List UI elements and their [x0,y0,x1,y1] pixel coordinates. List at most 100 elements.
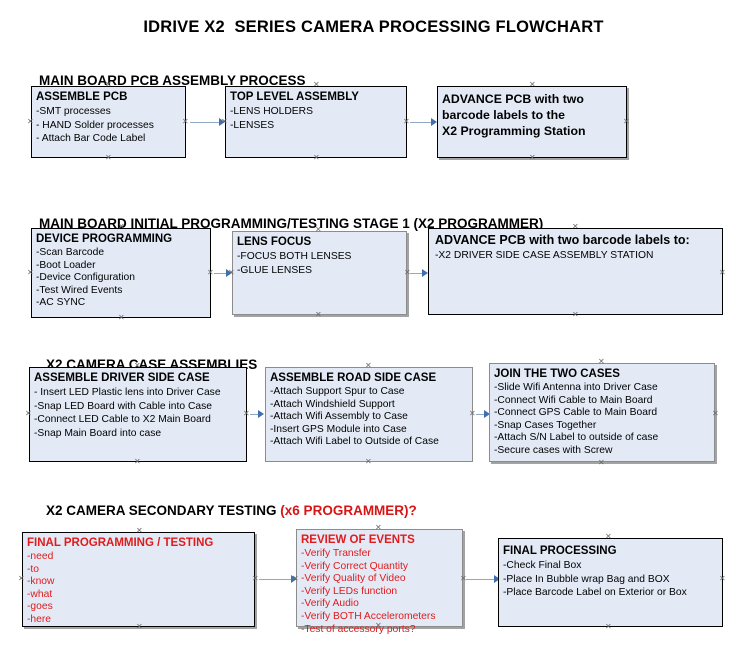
box-title: LENS FOCUS [237,236,312,248]
box-line: -Check Final Box [503,560,582,571]
box-line: -Connect LED Cable to X2 Main Board [34,414,211,426]
box-assemble-road-side-case[interactable]: ASSEMBLE ROAD SIDE CASE -Attach Support … [265,367,473,462]
connector-marker: ✕ [252,574,259,583]
arrow-driver-case-to-road-case [250,414,259,415]
arrow-device-to-lens-focus [214,273,228,274]
box-line: -Connect Wifi Cable to Main Board [494,394,653,406]
box-title: ASSEMBLE DRIVER SIDE CASE [34,372,210,384]
box-join-the-two-cases[interactable]: JOIN THE TWO CASES -Slide Wifi Antenna i… [489,363,715,462]
box-advance-pcb-programming-station[interactable]: ADVANCE PCB with two barcode labels to t… [437,86,627,158]
connector-marker: ✕ [221,117,228,126]
connector-marker: ✕ [469,409,476,418]
arrow-lens-focus-to-advance [410,273,424,274]
arrow-head-icon [484,410,490,418]
arrow-assemble-to-top-level [190,122,220,123]
box-line: barcode labels to the [442,108,565,122]
box-final-programming-testing[interactable]: FINAL PROGRAMMING / TESTING -need -to -k… [22,532,255,627]
connector-marker: ✕ [598,357,605,366]
box-line: -here [27,613,52,625]
arrow-top-level-to-advance [410,122,432,123]
connector-marker: ✕ [375,523,382,532]
arrow-head-icon [258,410,264,418]
arrow-final-programming-to-review [259,579,292,580]
box-line: -Verify BOTH Accelerometers [301,610,436,622]
box-assemble-pcb[interactable]: ASSEMBLE PCB -SMT processes - HAND Solde… [31,86,186,158]
connector-marker: ✕ [207,268,214,277]
box-title: REVIEW OF EVENTS [301,534,415,546]
section-heading-text: MAIN BOARD PCB ASSEMBLY PROCESS [39,73,306,88]
section-heading-suffix: (x6 PROGRAMMER)? [280,503,417,518]
connector-marker: ✕ [292,574,299,583]
section-heading-main-board-pcb-assembly: MAIN BOARD PCB ASSEMBLY PROCESS [24,58,306,103]
connector-marker: ✕ [18,574,25,583]
box-assemble-driver-side-case[interactable]: ASSEMBLE DRIVER SIDE CASE - Insert LED P… [29,367,247,462]
connector-marker: ✕ [313,80,320,89]
box-line: -Verify Audio [301,598,359,610]
connector-marker: ✕ [572,310,579,319]
connector-marker: ✕ [136,622,143,631]
arrow-head-icon [219,118,225,126]
page-title: IDRIVE X2 SERIES CAMERA PROCESSING FLOWC… [143,18,604,36]
box-line: -AC SYNC [36,297,86,309]
box-line: -Place Barcode Label on Exterior or Box [503,587,687,599]
box-line: -Snap Main Board into case [34,427,162,439]
box-line: - Attach Bar Code Label [36,133,146,145]
box-line: -LENS HOLDERS [230,106,313,117]
box-line: -Connect GPS Cable to Main Board [494,407,658,419]
box-line: -know [27,576,55,588]
connector-marker: ✕ [27,117,34,126]
box-line: -Verify LEDs function [301,585,398,597]
box-lens-focus[interactable]: LENS FOCUS -FOCUS BOTH LENSES -GLUE LENS… [232,231,407,315]
box-title: FINAL PROGRAMMING / TESTING [27,537,214,549]
connector-marker: ✕ [182,117,189,126]
box-review-of-events[interactable]: REVIEW OF EVENTS -Verify Transfer -Verif… [296,529,463,635]
arrow-head-icon [226,269,232,277]
box-line: -Verify Quality of Video [301,573,406,585]
section-heading-text: X2 CAMERA SECONDARY TESTING [46,503,281,518]
connector-marker: ✕ [719,574,726,583]
box-advance-pcb-driver-side-case[interactable]: ADVANCE PCB with two barcode labels to: … [428,228,723,315]
connector-marker: ✕ [712,409,719,418]
connector-marker: ✕ [403,117,410,126]
connector-marker: ✕ [118,313,125,322]
box-line: -Attach Wifi Label to Outside of Case [270,436,439,448]
box-line: -Attach Support Spur to Case [270,386,405,397]
connector-marker: ✕ [605,622,612,631]
box-line: -Device Configuration [36,272,136,284]
arrow-head-icon [291,575,297,583]
box-line: -Place In Bubble wrap Bag and BOX [503,573,670,585]
box-line: - Insert LED Plastic lens into Driver Ca… [34,387,221,398]
box-line: -to [27,563,40,575]
box-title: ASSEMBLE ROAD SIDE CASE [270,372,437,384]
connector-marker: ✕ [365,457,372,466]
box-device-programming[interactable]: DEVICE PROGRAMMING -Scan Barcode -Boot L… [31,228,211,318]
box-top-level-assembly[interactable]: TOP LEVEL ASSEMBLY -LENS HOLDERS -LENSES [225,86,407,158]
connector-marker: ✕ [118,222,125,231]
box-line: -need [27,551,54,562]
arrow-road-case-to-join-cases [476,414,485,415]
box-line: -Snap LED Board with Cable into Case [34,400,213,412]
box-line: ADVANCE PCB with two [442,92,584,106]
connector-marker: ✕ [105,153,112,162]
box-line: -Attach Wifi Assembly to Case [270,411,408,423]
connector-marker: ✕ [136,526,143,535]
box-line-overflow: -Test of accessory ports? [301,623,416,635]
section-heading-main-board-initial-programming: MAIN BOARD INITIAL PROGRAMMING/TESTING S… [24,201,543,246]
box-line: -Boot Loader [36,259,96,271]
box-line: -SMT processes [36,106,111,117]
connector-marker: ✕ [243,409,250,418]
box-line: -goes [27,601,53,613]
connector-marker: ✕ [134,457,141,466]
connector-marker: ✕ [134,361,141,370]
box-title: ASSEMBLE PCB [36,91,128,103]
connector-marker: ✕ [572,222,579,231]
connector-marker: ✕ [228,268,235,277]
section-heading-text: MAIN BOARD INITIAL PROGRAMMING/TESTING S… [39,216,544,231]
connector-marker: ✕ [404,268,411,277]
box-final-processing[interactable]: FINAL PROCESSING -Check Final Box -Place… [498,538,723,627]
box-line: -Secure cases with Screw [494,444,613,456]
box-line: -Test Wired Events [36,284,123,296]
box-title: FINAL PROCESSING [503,545,617,557]
box-line: - HAND Solder processes [36,119,154,131]
connector-marker: ✕ [313,153,320,162]
